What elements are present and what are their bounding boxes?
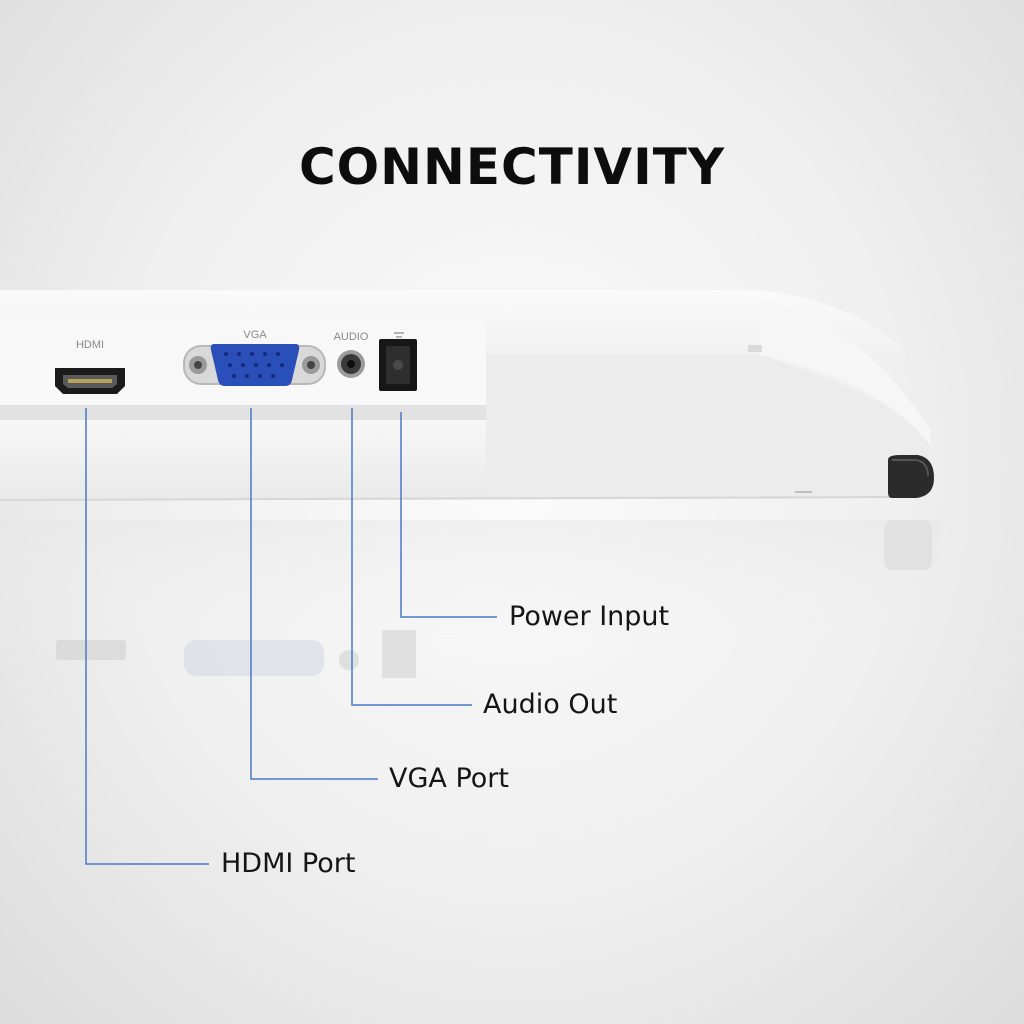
audio-engraving: AUDIO bbox=[334, 331, 369, 343]
hdmi-port: HDMI bbox=[55, 339, 125, 394]
vga-leader-line bbox=[250, 408, 378, 780]
floor-reflection bbox=[0, 520, 940, 678]
page-title: CONNECTIVITY bbox=[298, 138, 726, 196]
hdmi-engraving: HDMI bbox=[76, 339, 104, 351]
audio-port: AUDIO bbox=[334, 331, 369, 378]
power-leader-line bbox=[400, 412, 497, 618]
monitor-bottom-edge bbox=[0, 290, 934, 501]
power-port bbox=[379, 332, 417, 391]
callout-vga-port: VGA Port bbox=[389, 763, 509, 794]
audio-leader-line bbox=[351, 408, 472, 706]
callout-audio-out: Audio Out bbox=[483, 689, 618, 720]
callout-leader-lines bbox=[85, 408, 497, 865]
callout-hdmi-port: HDMI Port bbox=[221, 848, 356, 879]
callout-power-input: Power Input bbox=[509, 601, 670, 632]
vga-engraving: VGA bbox=[243, 329, 267, 341]
vga-port: VGA bbox=[183, 329, 326, 386]
hdmi-leader-line bbox=[85, 408, 209, 865]
